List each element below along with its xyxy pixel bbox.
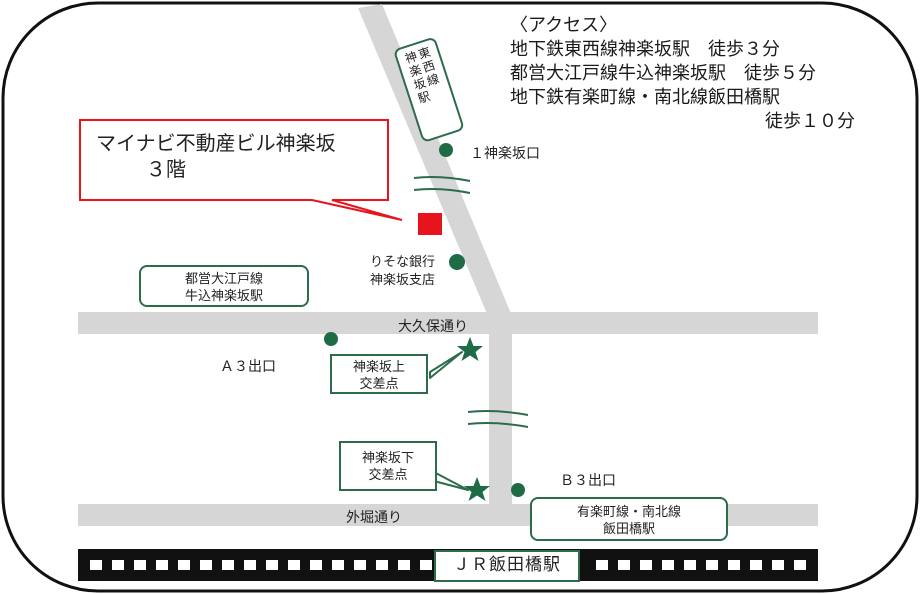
rail-tie (90, 560, 102, 570)
rail-tie (200, 560, 212, 570)
rail-tie (662, 560, 674, 570)
building-floor: ３階 (146, 157, 186, 181)
road-break-upper (413, 176, 471, 194)
exit-a3-label: Ａ３出口 (220, 359, 276, 375)
lower-intersection-star (464, 477, 490, 501)
exit-b3-label: Ｂ３出口 (560, 473, 616, 489)
upper-intersection-box: 神楽坂上 交差点 (330, 354, 428, 394)
rail-tie (706, 560, 718, 570)
sotobori-street-label: 外堀通り (346, 510, 402, 526)
lower-intersection-box: 神楽坂下 交差点 (339, 441, 437, 491)
tozai-char: 東 (417, 45, 433, 62)
kagurazaka-street (358, 4, 512, 316)
tozai-char: 神 (403, 49, 419, 66)
jr-station-box: ＪＲ飯田橋駅 (434, 550, 580, 582)
building-callout (79, 119, 403, 221)
yurakucho-line-label: 有楽町線・南北線 (576, 505, 681, 520)
rail-tie (640, 560, 652, 570)
tozai-station-label: 神楽坂駅 (403, 49, 432, 106)
bank-dot (449, 254, 465, 270)
yurakucho-station-label: 飯田橋駅 (602, 522, 655, 537)
bank-label: りそな銀行 神楽坂支店 (370, 254, 435, 290)
upper-intersection-star (457, 337, 483, 361)
rail-tie (332, 560, 344, 570)
tozai-char: 駅 (416, 89, 432, 106)
upper-intersection-pointer (429, 351, 463, 379)
oedo-station-label: 牛込神楽坂駅 (184, 289, 263, 304)
access-line-yurakucho: 地下鉄有楽町線・南北線飯田橋駅 (510, 87, 780, 108)
rail-tie (728, 560, 740, 570)
okubo-street-label: 大久保通り (398, 319, 468, 335)
exit-1-label: １神楽坂口 (470, 146, 540, 162)
rail-tie (420, 560, 432, 570)
rail-tie (794, 560, 806, 570)
rail-tie (398, 560, 410, 570)
access-heading: 〈アクセス〉 (510, 15, 618, 36)
lower-intersection-name: 神楽坂下 (361, 451, 414, 466)
rail-tie (684, 560, 696, 570)
rail-tie (266, 560, 278, 570)
yurakucho-station-box: 有楽町線・南北線 飯田橋駅 (530, 497, 728, 541)
tozai-char: 西 (421, 58, 437, 75)
access-line-tozai: 地下鉄東西線神楽坂駅 徒歩３分 (510, 39, 780, 60)
tozai-char: 坂 (412, 76, 428, 93)
rail-tie (134, 560, 146, 570)
rail-tie (750, 560, 762, 570)
rail-tie (156, 560, 168, 570)
road-break-lower (467, 410, 529, 428)
rail-tie (222, 560, 234, 570)
tozai-line-label: 東西線 (417, 45, 441, 89)
okubo-street (78, 312, 818, 334)
exit-a3-dot (324, 332, 338, 346)
exit-1-dot (439, 143, 453, 157)
oedo-line-label: 都営大江戸線 (184, 272, 263, 287)
upper-intersection-name: 神楽坂上 (352, 360, 405, 375)
building-callout-text: マイナビ不動産ビル神楽坂 ３階 (96, 130, 336, 182)
rail-ties (90, 560, 806, 570)
lower-intersection-suffix: 交差点 (368, 468, 408, 483)
rail-tie (596, 560, 608, 570)
tozai-station-box: 東西線 神楽坂駅 (394, 38, 464, 142)
access-line-oedo: 都営大江戸線牛込神楽坂駅 徒歩５分 (510, 63, 816, 84)
rail-tie (244, 560, 256, 570)
building-marker (418, 213, 442, 235)
bank-name: りそな銀行 (370, 255, 436, 270)
tozai-char: 線 (425, 70, 441, 88)
exit-b3-dot (511, 483, 525, 497)
bank-branch: 神楽坂支店 (370, 273, 436, 288)
oedo-station-box: 都営大江戸線 牛込神楽坂駅 (139, 265, 309, 307)
jr-station-label: ＪＲ飯田橋駅 (453, 555, 561, 575)
upper-intersection-suffix: 交差点 (359, 377, 399, 392)
rail-tie (288, 560, 300, 570)
building-name: マイナビ不動産ビル神楽坂 (96, 131, 336, 155)
access-line-walk: 徒歩１０分 (765, 111, 855, 132)
rail-tie (112, 560, 124, 570)
rail-tie (310, 560, 322, 570)
rail-tie (772, 560, 784, 570)
rail-tie (376, 560, 388, 570)
tozai-char: 楽 (408, 62, 424, 79)
south-street (489, 334, 512, 506)
access-info: 〈アクセス〉 地下鉄東西線神楽坂駅 徒歩３分 都営大江戸線牛込神楽坂駅 徒歩５分… (510, 14, 910, 134)
rail-tie (354, 560, 366, 570)
rail-tie (618, 560, 630, 570)
rail-tie (178, 560, 190, 570)
